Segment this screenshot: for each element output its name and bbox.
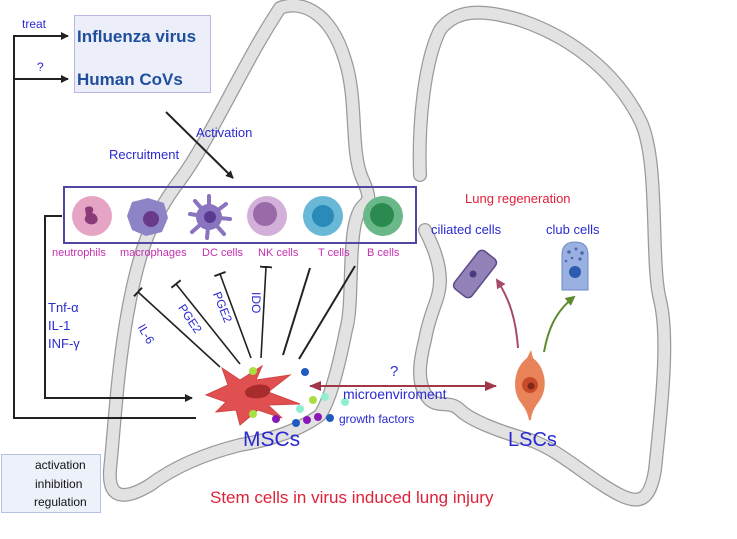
- legend-regulation: regulation: [34, 496, 87, 508]
- cell-label-nk: NK cells: [258, 248, 298, 259]
- virus-influenza: Influenza virus: [77, 28, 196, 45]
- club-cell-icon: [562, 242, 588, 290]
- cell-label-macrophages: macrophages: [120, 248, 187, 259]
- virus-human-covs: Human CoVs: [77, 71, 183, 88]
- lung-regeneration-title: Lung regeneration: [465, 192, 571, 205]
- treat-label: treat: [22, 18, 46, 30]
- cytokine-inf: INF-γ: [48, 337, 80, 350]
- activation-label: Activation: [196, 126, 252, 139]
- ciliated-cell-icon: [452, 248, 499, 299]
- growth-factors-label: growth factors: [339, 413, 414, 425]
- inhibitor-ido: IDO: [250, 292, 262, 313]
- cell-label-b: B cells: [367, 248, 399, 259]
- right-lung-outline: [420, 13, 665, 500]
- lsc-cell-icon: [515, 350, 545, 420]
- immune-cell-box: [63, 186, 417, 244]
- cell-label-neutrophils: neutrophils: [52, 248, 106, 259]
- microenvironment-label: microenviroment: [343, 387, 446, 401]
- recruitment-label: Recruitment: [109, 148, 179, 161]
- cytokine-tnf: Tnf-α: [48, 301, 79, 314]
- microenvironment-question: ?: [390, 364, 398, 379]
- figure-title: Stem cells in virus induced lung injury: [210, 489, 493, 506]
- question-label: ?: [37, 61, 44, 73]
- legend-activation: activation: [35, 459, 86, 471]
- ciliated-differentiation-arrow: [497, 280, 518, 348]
- club-cells-label: club cells: [546, 223, 599, 236]
- ciliated-cells-label: ciliated cells: [431, 223, 501, 236]
- legend-inhibition: inhibition: [35, 478, 82, 490]
- inhibition-lines: [138, 266, 355, 367]
- cell-label-t: T cells: [318, 248, 350, 259]
- t-cell-regulation-line: [283, 268, 310, 355]
- cytokine-il1: IL-1: [48, 319, 70, 332]
- msc-label: MSCs: [243, 429, 300, 450]
- cell-label-dc: DC cells: [202, 248, 243, 259]
- lsc-label: LSCs: [508, 430, 557, 450]
- club-differentiation-arrow: [544, 297, 574, 352]
